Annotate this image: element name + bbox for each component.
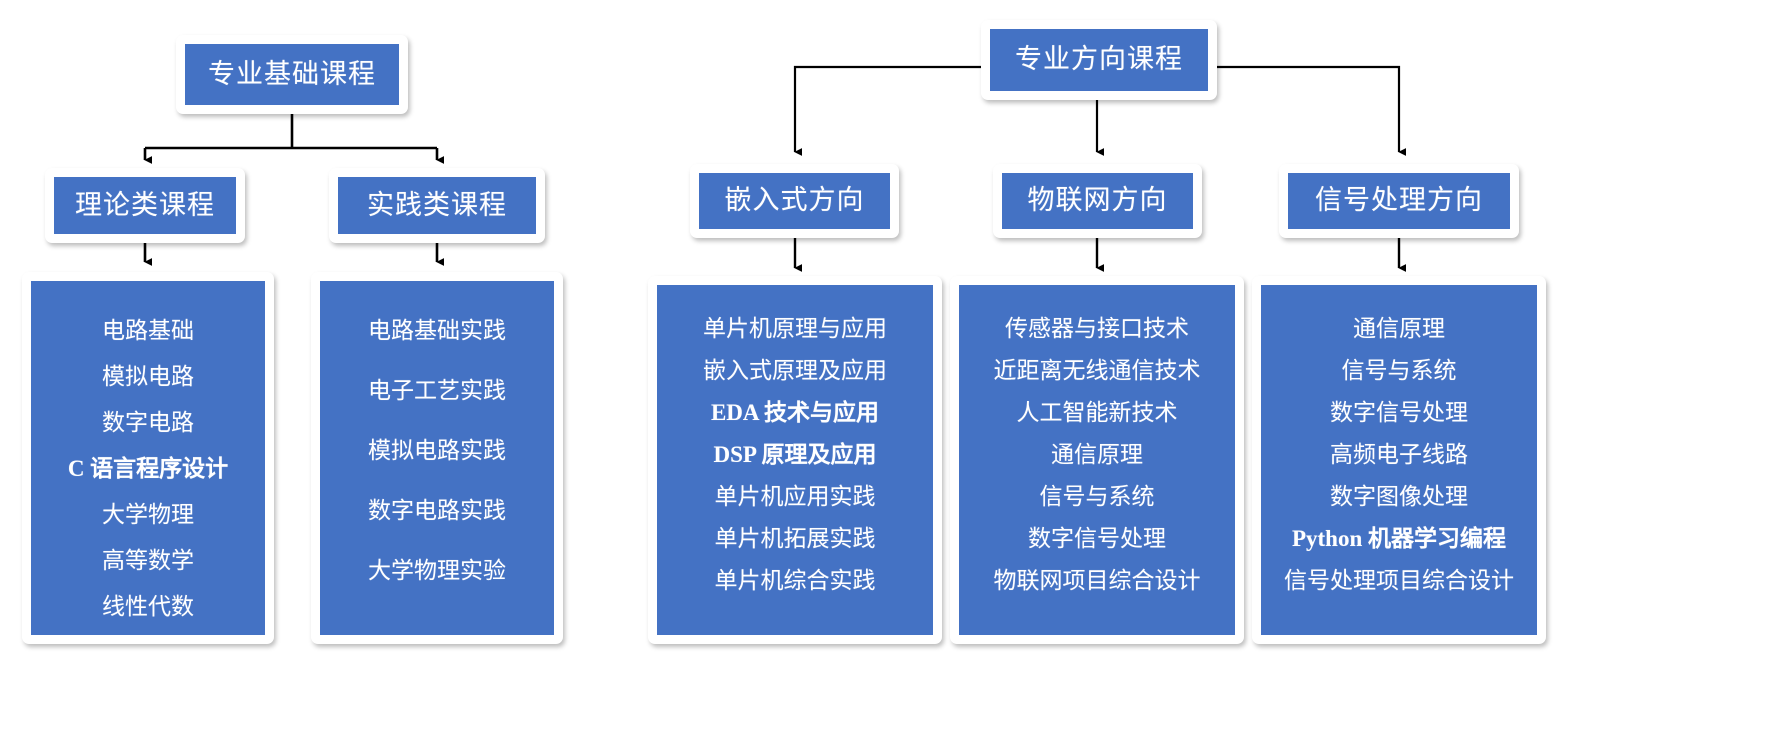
list-item: EDA 技术与应用 xyxy=(710,400,880,425)
list-item: 电路基础实践 xyxy=(368,318,506,343)
list-item: 信号与系统 xyxy=(1341,358,1457,383)
left-root-connector xyxy=(143,114,445,164)
list-item: 电子工艺实践 xyxy=(368,378,506,403)
list-item: 数字电路实践 xyxy=(368,498,506,523)
node-iot-direction-label: 物联网方向 xyxy=(1002,173,1193,229)
list-item: 模拟电路实践 xyxy=(368,438,506,463)
node-signal-processing-direction[interactable]: 信号处理方向 xyxy=(1279,164,1519,238)
list-item: 物联网项目综合设计 xyxy=(993,568,1201,593)
node-practice-courses[interactable]: 实践类课程 xyxy=(329,168,545,243)
list-item: 单片机综合实践 xyxy=(714,568,876,593)
list-item: 通信原理 xyxy=(1051,442,1143,467)
node-professional-direction-courses-label: 专业方向课程 xyxy=(990,29,1208,91)
node-theory-courses-label: 理论类课程 xyxy=(54,177,236,234)
list-item: 模拟电路 xyxy=(102,364,194,389)
node-practice-course-list[interactable]: 电路基础实践 电子工艺实践 模拟电路实践 数字电路实践 大学物理实验 xyxy=(311,272,563,644)
practice-course-list: 电路基础实践 电子工艺实践 模拟电路实践 数字电路实践 大学物理实验 xyxy=(320,281,554,635)
node-embedded-direction[interactable]: 嵌入式方向 xyxy=(690,164,899,238)
right-root-connector xyxy=(793,65,1407,156)
list-item: 单片机原理与应用 xyxy=(703,316,887,341)
embedded-course-list: 单片机原理与应用 嵌入式原理及应用 EDA 技术与应用 DSP 原理及应用 单片… xyxy=(657,285,933,635)
list-item: 信号与系统 xyxy=(1039,484,1155,509)
list-item: DSP 原理及应用 xyxy=(713,442,877,467)
node-signal-processing-course-list[interactable]: 通信原理 信号与系统 数字信号处理 高频电子线路 数字图像处理 Python 机… xyxy=(1252,276,1546,644)
node-practice-courses-label: 实践类课程 xyxy=(338,177,536,234)
list-item: 电路基础 xyxy=(102,318,194,343)
list-item: 近距离无线通信技术 xyxy=(993,358,1201,383)
list-item: C 语言程序设计 xyxy=(67,456,229,481)
list-item: 大学物理实验 xyxy=(368,558,506,583)
list-item: 信号处理项目综合设计 xyxy=(1284,568,1514,593)
iot-course-list: 传感器与接口技术 近距离无线通信技术 人工智能新技术 通信原理 信号与系统 数字… xyxy=(959,285,1235,635)
node-iot-course-list[interactable]: 传感器与接口技术 近距离无线通信技术 人工智能新技术 通信原理 信号与系统 数字… xyxy=(950,276,1244,644)
list-item: Python 机器学习编程 xyxy=(1291,526,1507,551)
list-item: 传感器与接口技术 xyxy=(1005,316,1189,341)
node-professional-direction-courses[interactable]: 专业方向课程 xyxy=(981,20,1217,100)
node-signal-processing-direction-label: 信号处理方向 xyxy=(1288,173,1510,229)
list-item: 数字电路 xyxy=(102,410,194,435)
list-item: 单片机应用实践 xyxy=(714,484,876,509)
node-professional-basic-courses[interactable]: 专业基础课程 xyxy=(176,35,408,114)
list-item: 高频电子线路 xyxy=(1330,442,1468,467)
node-embedded-course-list[interactable]: 单片机原理与应用 嵌入式原理及应用 EDA 技术与应用 DSP 原理及应用 单片… xyxy=(648,276,942,644)
node-theory-courses[interactable]: 理论类课程 xyxy=(45,168,245,243)
list-item: 数字信号处理 xyxy=(1028,526,1166,551)
list-item: 线性代数 xyxy=(102,594,194,619)
list-item: 通信原理 xyxy=(1353,316,1445,341)
signal-processing-course-list: 通信原理 信号与系统 数字信号处理 高频电子线路 数字图像处理 Python 机… xyxy=(1261,285,1537,635)
list-item: 高等数学 xyxy=(102,548,194,573)
node-embedded-direction-label: 嵌入式方向 xyxy=(699,173,890,229)
node-theory-course-list[interactable]: 电路基础 模拟电路 数字电路 C 语言程序设计 大学物理 高等数学 线性代数 xyxy=(22,272,274,644)
list-item: 数字信号处理 xyxy=(1330,400,1468,425)
list-item: 人工智能新技术 xyxy=(1016,400,1178,425)
node-professional-basic-courses-label: 专业基础课程 xyxy=(185,44,399,105)
list-item: 单片机拓展实践 xyxy=(714,526,876,551)
list-item: 嵌入式原理及应用 xyxy=(703,358,887,383)
list-item: 大学物理 xyxy=(102,502,194,527)
theory-course-list: 电路基础 模拟电路 数字电路 C 语言程序设计 大学物理 高等数学 线性代数 xyxy=(31,281,265,635)
node-iot-direction[interactable]: 物联网方向 xyxy=(993,164,1202,238)
right-direction-connectors xyxy=(793,238,1407,272)
list-item: 数字图像处理 xyxy=(1330,484,1468,509)
